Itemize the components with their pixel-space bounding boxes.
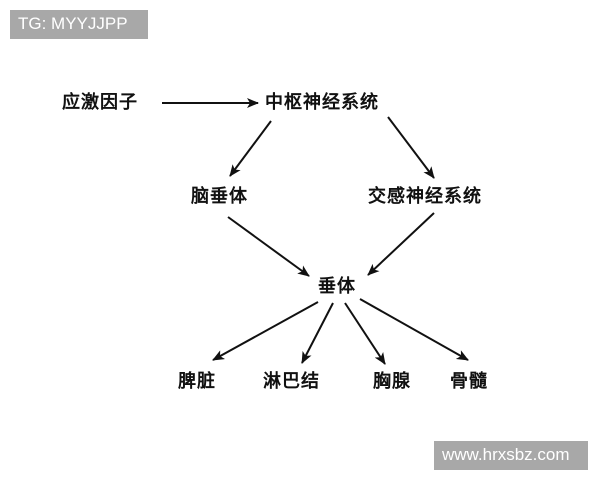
arrow-hypophysis-to-bone-marrow xyxy=(359,298,469,361)
node-spleen: 脾脏 xyxy=(178,371,216,392)
node-sympathetic-nervous-system: 交感神经系统 xyxy=(368,186,482,207)
watermark-bottom: www.hrxsbz.com xyxy=(434,441,588,470)
node-stress-factor: 应激因子 xyxy=(62,92,138,113)
node-hypophysis: 垂体 xyxy=(318,276,356,297)
watermark-top: TG: MYYJJPP xyxy=(10,10,148,39)
node-central-nervous-system: 中枢神经系统 xyxy=(265,92,379,113)
arrow-cns-to-pituitary xyxy=(229,120,272,177)
node-lymph-node: 淋巴结 xyxy=(263,371,320,392)
node-thymus: 胸腺 xyxy=(373,371,411,392)
arrow-hypophysis-to-spleen xyxy=(212,301,319,361)
arrow-cns-to-sympathetic xyxy=(387,116,435,179)
arrow-hypophysis-to-lymph-node xyxy=(301,302,334,364)
node-pituitary-gland: 脑垂体 xyxy=(191,186,248,207)
arrow-sympathetic-to-hypophysis xyxy=(367,212,435,276)
node-bone-marrow: 骨髓 xyxy=(450,371,488,392)
arrow-hypophysis-to-thymus xyxy=(344,302,386,365)
arrow-pituitary-to-hypophysis xyxy=(227,216,310,277)
